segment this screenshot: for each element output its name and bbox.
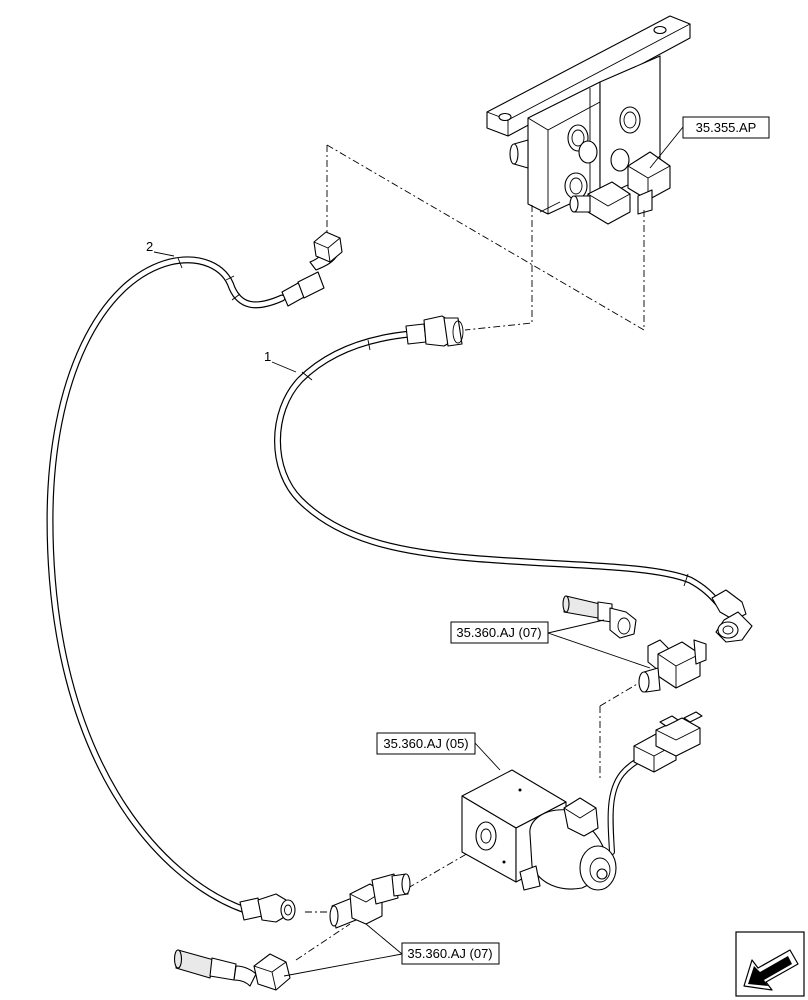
ref-valve-block-leader bbox=[649, 126, 684, 169]
item-label-2-leader bbox=[153, 251, 175, 257]
ref-adapter-lower-leader-a bbox=[365, 923, 403, 955]
ref-adapter-lower-leader-b bbox=[283, 953, 403, 977]
item-label-2: 2 bbox=[146, 239, 153, 254]
item-label-1-leader bbox=[271, 361, 297, 373]
ref-adapter-lower[interactable]: 35.360.AJ (07) bbox=[401, 942, 500, 965]
hose-2 bbox=[46, 231, 343, 923]
ref-adapter-upper-label: 35.360.AJ (07) bbox=[456, 625, 541, 640]
adapter-upper-assembly bbox=[562, 595, 707, 693]
hose-1 bbox=[274, 315, 753, 643]
alignment-lines bbox=[295, 144, 645, 961]
solenoid-valve-assembly bbox=[461, 711, 703, 891]
ref-solenoid-valve[interactable]: 35.360.AJ (05) bbox=[376, 732, 476, 755]
previous-page-arrow-icon[interactable] bbox=[735, 931, 805, 997]
ref-valve-block[interactable]: 35.355.AP bbox=[682, 116, 770, 139]
ref-solenoid-valve-label: 35.360.AJ (05) bbox=[383, 736, 468, 751]
ref-adapter-upper-leader-a bbox=[547, 619, 605, 634]
ref-solenoid-valve-leader bbox=[474, 742, 501, 771]
ref-adapter-upper[interactable]: 35.360.AJ (07) bbox=[450, 621, 549, 644]
adapter-lower-assembly bbox=[173, 873, 411, 991]
ref-adapter-lower-label: 35.360.AJ (07) bbox=[407, 946, 492, 961]
item-label-1: 1 bbox=[264, 349, 271, 364]
valve-block-assembly bbox=[486, 15, 691, 225]
ref-valve-block-label: 35.355.AP bbox=[696, 120, 757, 135]
ref-adapter-upper-leader-b bbox=[547, 632, 651, 669]
